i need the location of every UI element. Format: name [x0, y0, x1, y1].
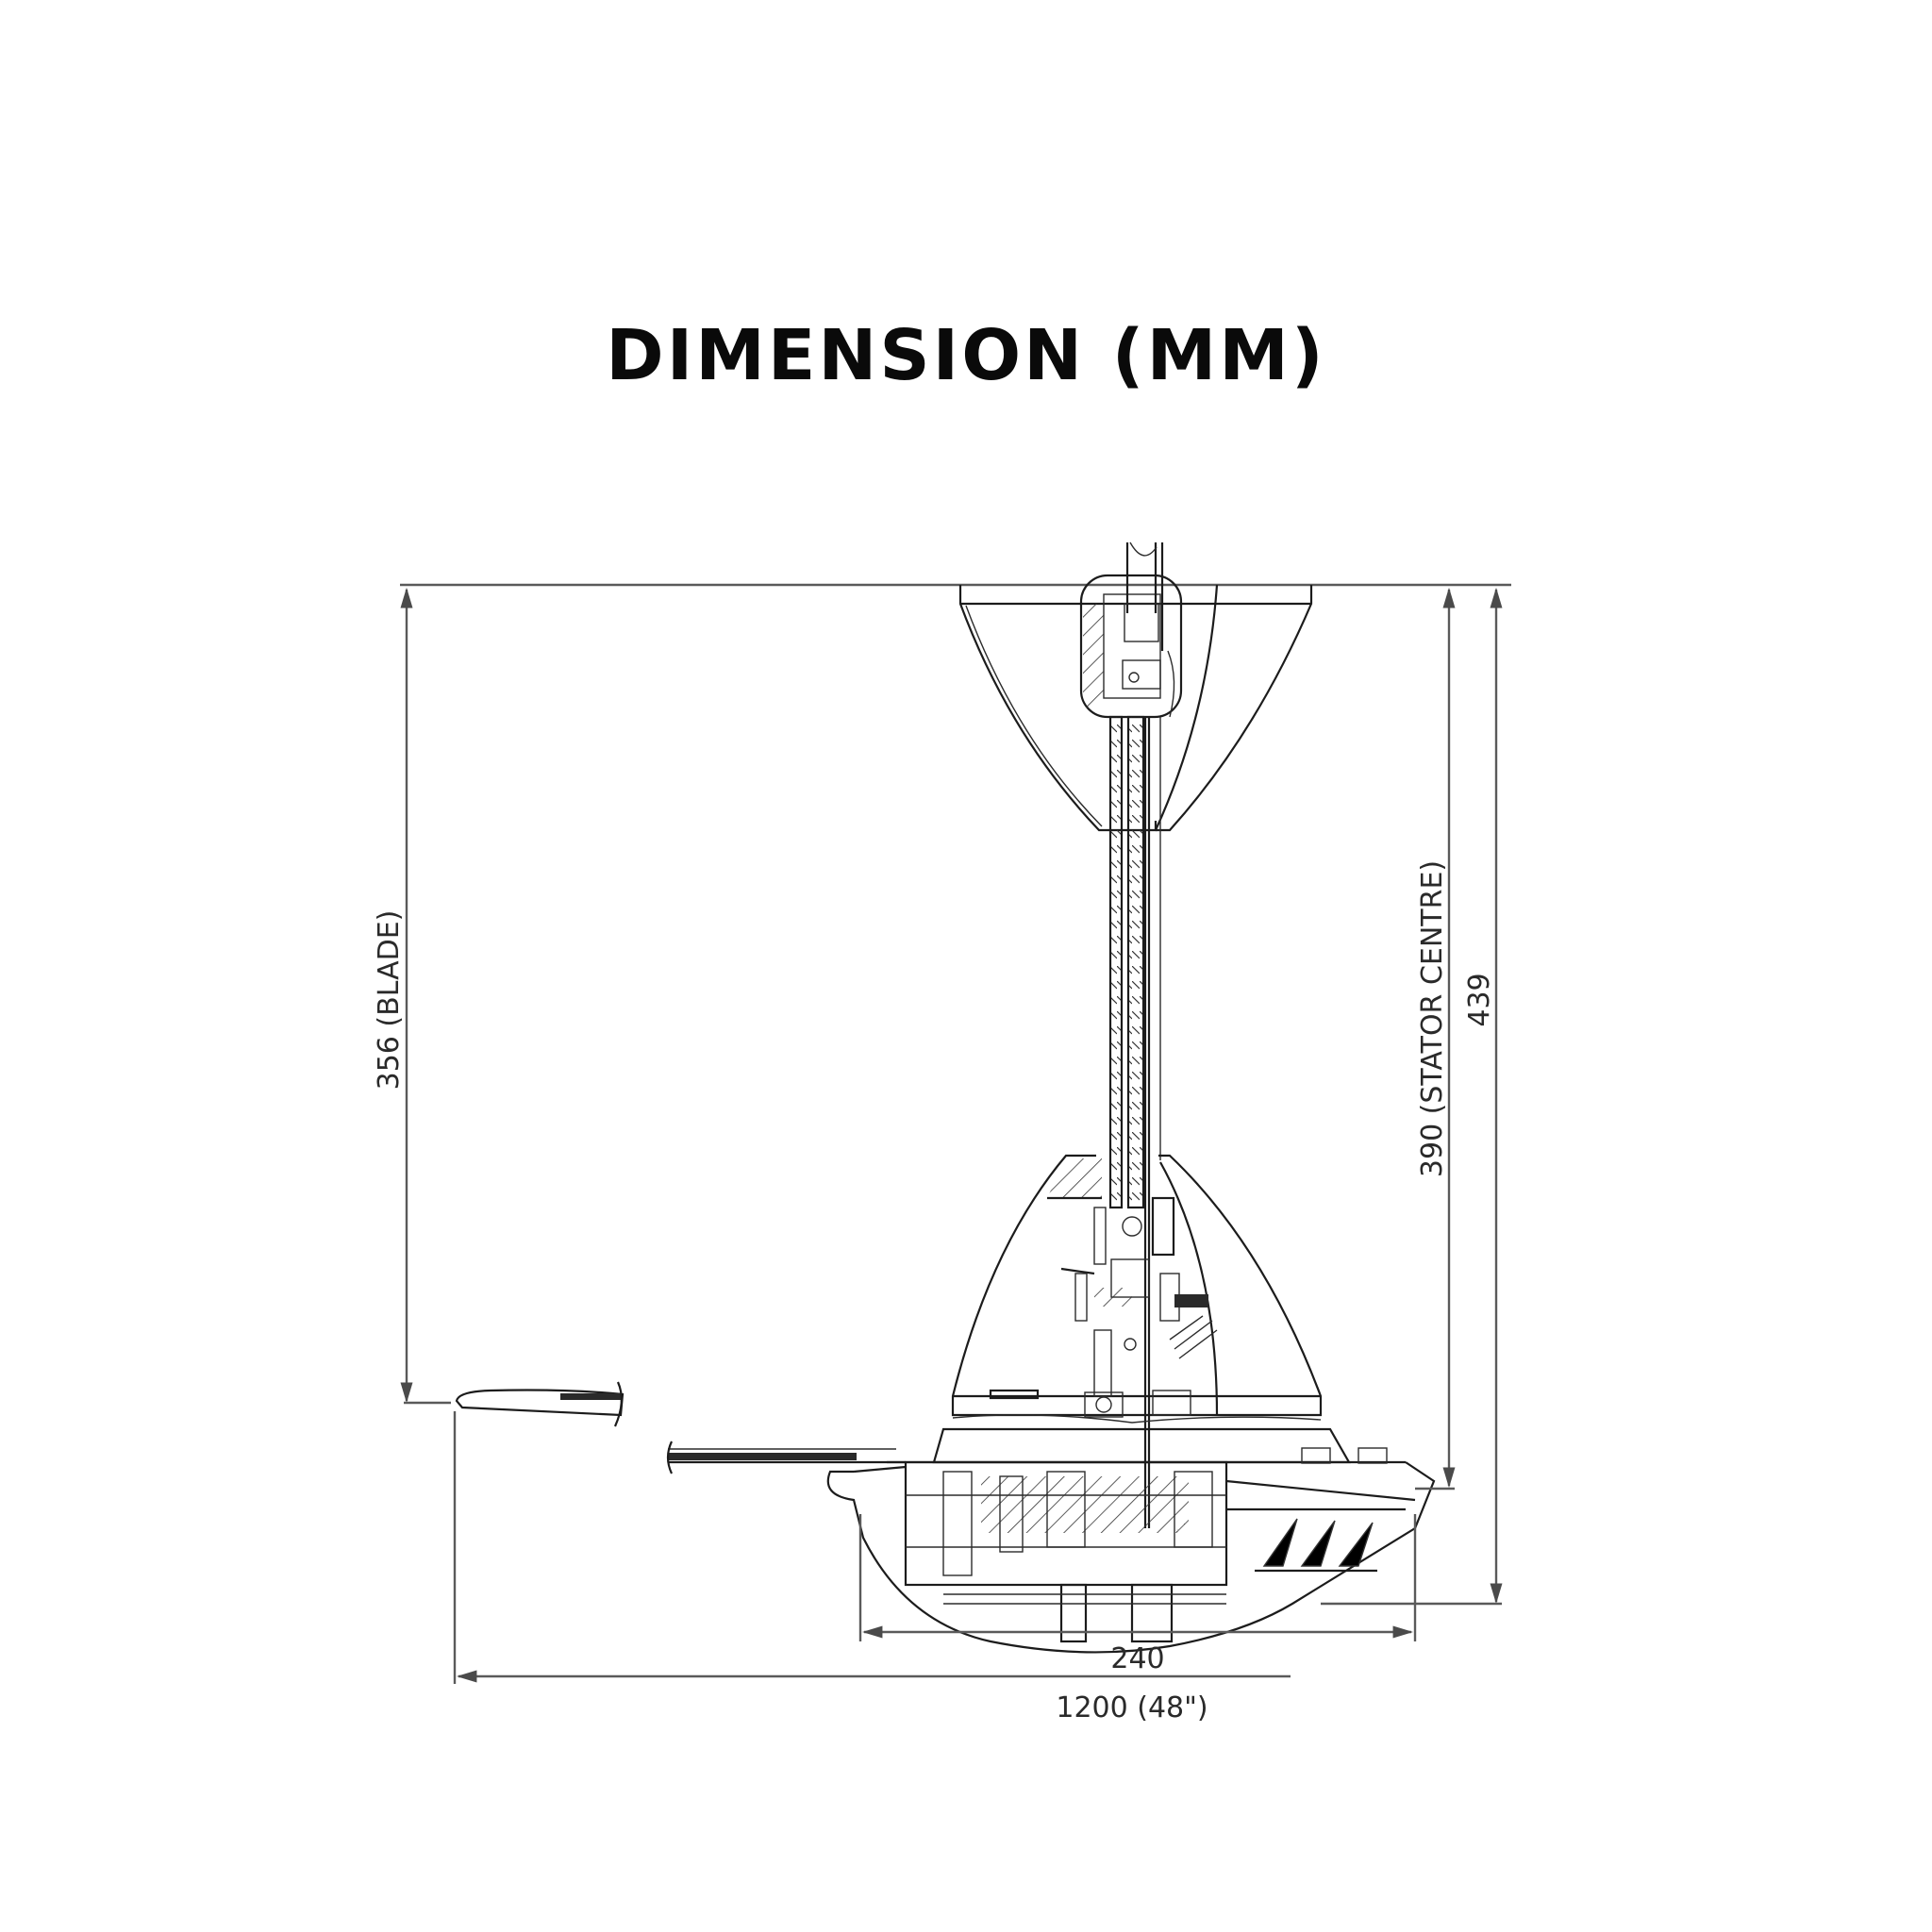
- dimension-label-overall: 439: [1463, 973, 1496, 1026]
- dimension-label-stator: 390 (STATOR CENTRE): [1416, 860, 1449, 1177]
- dimension-overall-height: 439: [1321, 587, 1503, 1606]
- dimension-label-motor-width: 240: [1110, 1642, 1164, 1675]
- dimension-stator-centre: 390 (STATOR CENTRE): [1415, 587, 1456, 1491]
- dimension-blade-height: 356 (BLADE): [373, 587, 451, 1405]
- dimension-label-blade: 356 (BLADE): [373, 910, 406, 1091]
- downrod: [1108, 715, 1161, 1528]
- blade-arm: [666, 1441, 906, 1474]
- page-title: DIMENSION (MM): [606, 315, 1326, 396]
- motor-cover: [951, 1154, 1323, 1418]
- motor-housing: [826, 1414, 1436, 1654]
- dimension-sweep: 1200 (48"): [453, 1411, 1291, 1724]
- dimension-label-sweep: 1200 (48"): [1056, 1691, 1208, 1724]
- blade-tip: [455, 1381, 625, 1427]
- dimension-motor-width: 240: [858, 1514, 1417, 1675]
